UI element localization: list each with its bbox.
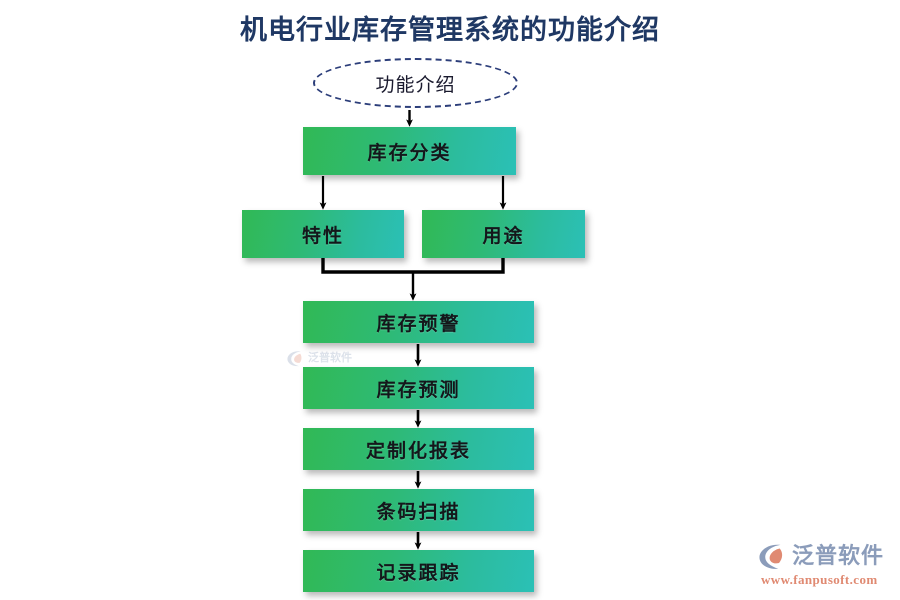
flow-node-kcyj[interactable]: 库存预警: [303, 301, 534, 343]
flow-node-yt-label: 用途: [482, 225, 525, 247]
edge-merge-to-kcyj: [321, 257, 505, 274]
flow-node-dzhbb-label: 定制化报表: [365, 440, 471, 462]
watermark: 泛普软件: [286, 347, 382, 369]
flow-node-tx[interactable]: 特性: [242, 210, 404, 258]
flow-node-jlgz-label: 记录跟踪: [376, 562, 461, 584]
brand-name: 泛普软件: [792, 543, 885, 568]
flow-node-yt[interactable]: 用途: [422, 210, 585, 258]
fanpu-logo-icon: [759, 544, 783, 569]
flow-node-tx-label: 特性: [301, 225, 344, 247]
flow-node-kcfl[interactable]: 库存分类: [303, 127, 516, 175]
flow-node-tmsm[interactable]: 条码扫描: [303, 489, 534, 531]
brand-logo: 泛普软件 www.fanpusoft.com: [758, 541, 894, 591]
page-title: 机电行业库存管理系统的功能介绍: [240, 15, 660, 45]
flow-node-start[interactable]: 功能介绍: [313, 58, 518, 108]
fanpu-logo-icon: [287, 350, 302, 366]
brand-row: 泛普软件: [758, 541, 894, 571]
flow-node-start-label: 功能介绍: [375, 74, 456, 96]
flow-node-kcyc[interactable]: 库存预测: [303, 367, 534, 409]
flow-node-kcyj-label: 库存预警: [376, 313, 461, 335]
flow-node-kcyc-label: 库存预测: [376, 379, 461, 401]
flow-node-tmsm-label: 条码扫描: [376, 501, 461, 523]
flow-node-kcfl-label: 库存分类: [367, 142, 452, 164]
watermark-text: 泛普软件: [308, 351, 352, 364]
flow-node-jlgz[interactable]: 记录跟踪: [303, 550, 534, 592]
brand-url: www.fanpusoft.com: [761, 572, 878, 587]
flow-node-dzhbb[interactable]: 定制化报表: [303, 428, 534, 470]
